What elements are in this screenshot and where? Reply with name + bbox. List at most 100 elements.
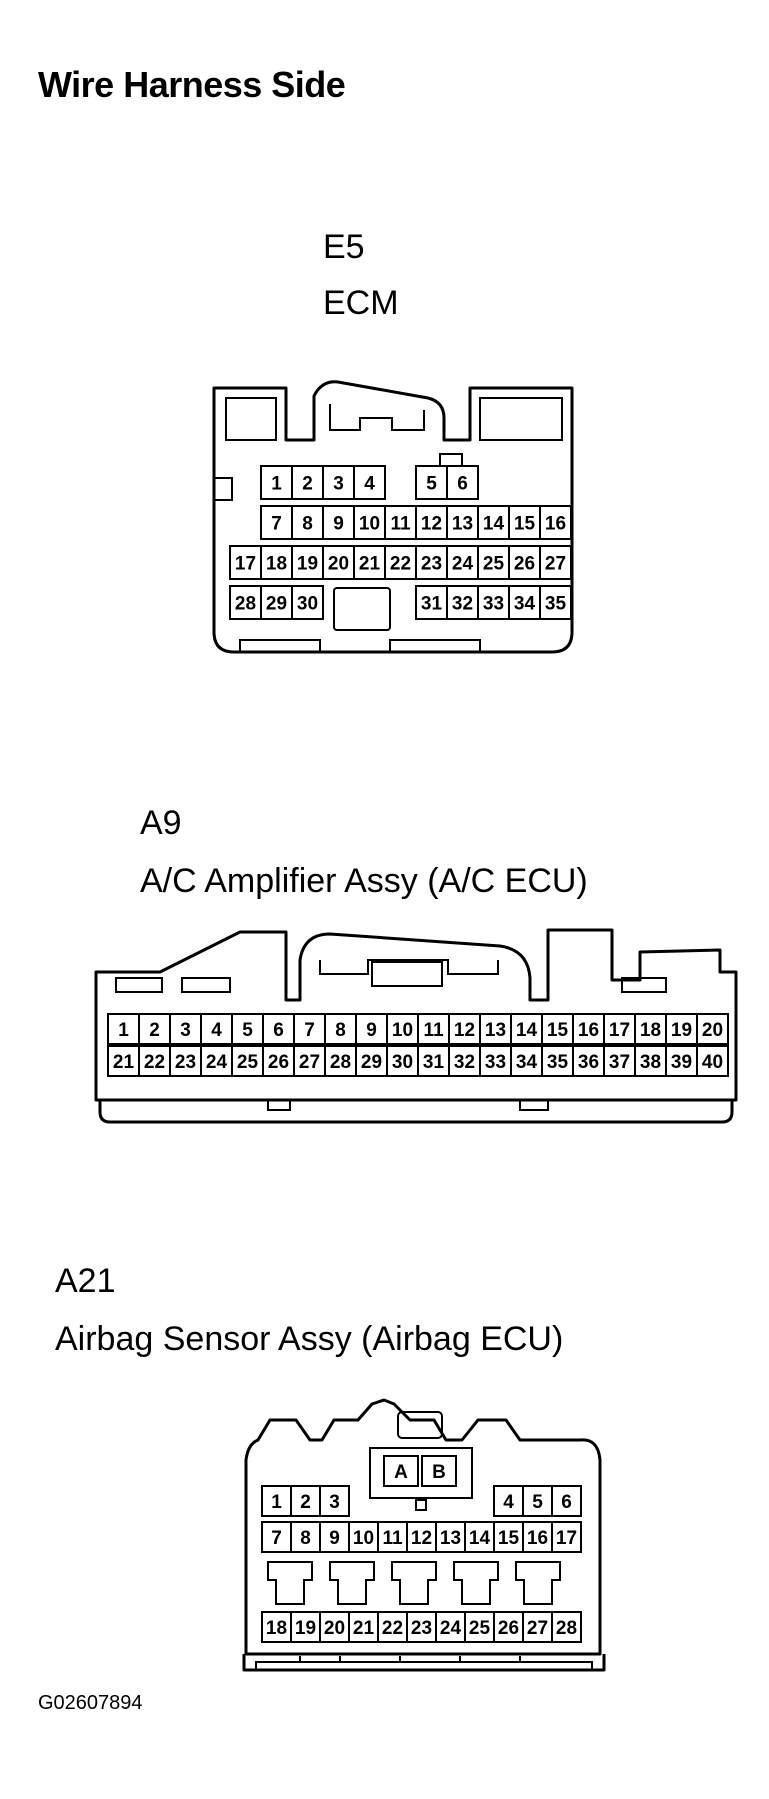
pin-label: 4 bbox=[364, 474, 375, 495]
pin-cell: 40 bbox=[696, 1045, 729, 1077]
pin-label: 29 bbox=[361, 1052, 382, 1073]
pin-label: 4 bbox=[503, 1492, 514, 1513]
pin-label: 1 bbox=[271, 474, 282, 495]
pin-cell: 11 bbox=[377, 1521, 408, 1553]
latch-tab bbox=[391, 1561, 437, 1605]
pin-label: 8 bbox=[300, 1528, 311, 1549]
pin-label: 29 bbox=[266, 594, 287, 615]
pin-label: 13 bbox=[485, 1020, 506, 1041]
pin-cell: 17 bbox=[551, 1521, 582, 1553]
pin-label: 9 bbox=[366, 1020, 377, 1041]
pin-cell: 34 bbox=[508, 585, 541, 620]
pin-cell: 21 bbox=[107, 1045, 140, 1077]
pin-label: 2 bbox=[302, 474, 313, 495]
pin-cell: 15 bbox=[493, 1521, 524, 1553]
pin-cell: 26 bbox=[493, 1611, 524, 1643]
pin-label: 4 bbox=[211, 1020, 222, 1041]
pin-label: 30 bbox=[392, 1052, 413, 1073]
pin-cell: 14 bbox=[477, 505, 510, 540]
pin-cell: 17 bbox=[229, 545, 262, 580]
pin-label: 11 bbox=[423, 1020, 444, 1041]
pin-label: 25 bbox=[237, 1052, 259, 1073]
pin-label: 6 bbox=[561, 1492, 572, 1513]
pin-label: 14 bbox=[516, 1020, 538, 1041]
pin-cell: 30 bbox=[386, 1045, 419, 1077]
figure-id: G02607894 bbox=[38, 1692, 143, 1714]
pin-cell: 8 bbox=[290, 1521, 321, 1553]
pin-label: 9 bbox=[333, 514, 344, 535]
connector-code-a21: A21 bbox=[55, 1262, 116, 1300]
pin-label: 7 bbox=[304, 1020, 315, 1041]
pin-label: 2 bbox=[149, 1020, 160, 1041]
pin-label: 26 bbox=[514, 554, 535, 575]
latch-tab bbox=[267, 1561, 313, 1605]
pin-label: 21 bbox=[113, 1052, 135, 1073]
pin-label: 21 bbox=[359, 554, 381, 575]
pin-label: 12 bbox=[411, 1528, 432, 1549]
pin-cell: 15 bbox=[541, 1013, 574, 1045]
pin-label: 10 bbox=[392, 1020, 413, 1041]
key-pin-cell: A bbox=[383, 1455, 419, 1487]
pin-label: 35 bbox=[547, 1052, 569, 1073]
pin-label: 21 bbox=[353, 1618, 375, 1639]
pin-label: 23 bbox=[411, 1618, 432, 1639]
pin-label: 20 bbox=[324, 1618, 345, 1639]
pin-label: 1 bbox=[271, 1492, 282, 1513]
pin-label: 31 bbox=[421, 594, 443, 615]
pin-label: 23 bbox=[421, 554, 442, 575]
pin-cell: 18 bbox=[634, 1013, 667, 1045]
pin-label: 26 bbox=[268, 1052, 289, 1073]
pin-label: 24 bbox=[206, 1052, 228, 1073]
connector-name-a9: A/C Amplifier Assy (A/C ECU) bbox=[140, 862, 588, 900]
pin-cell: 25 bbox=[464, 1611, 495, 1643]
pin-label: 31 bbox=[423, 1052, 445, 1073]
pin-label: 9 bbox=[329, 1528, 340, 1549]
pin-label: 18 bbox=[266, 1618, 287, 1639]
pin-cell: 13 bbox=[435, 1521, 466, 1553]
pin-cell: 22 bbox=[138, 1045, 171, 1077]
pin-cell: 18 bbox=[260, 545, 293, 580]
latch-tab bbox=[329, 1561, 375, 1605]
pin-cell: 25 bbox=[477, 545, 510, 580]
pin-label: 18 bbox=[640, 1020, 661, 1041]
pin-label: 7 bbox=[271, 514, 282, 535]
pin-cell: 16 bbox=[539, 505, 572, 540]
pin-cell: 12 bbox=[406, 1521, 437, 1553]
pin-cell: 16 bbox=[572, 1013, 605, 1045]
pin-label: 24 bbox=[440, 1618, 462, 1639]
pin-cell: 28 bbox=[324, 1045, 357, 1077]
pin-label: 1 bbox=[118, 1020, 129, 1041]
latch-tab bbox=[515, 1561, 561, 1605]
pin-label: 12 bbox=[421, 514, 442, 535]
pin-label: 19 bbox=[297, 554, 318, 575]
pin-label: 5 bbox=[242, 1020, 253, 1041]
pin-label: 14 bbox=[469, 1528, 491, 1549]
pin-label: 36 bbox=[578, 1052, 599, 1073]
pin-cell: 35 bbox=[539, 585, 572, 620]
pin-cell: 8 bbox=[291, 505, 324, 540]
pin-label: 27 bbox=[299, 1052, 320, 1073]
pin-cell: 33 bbox=[479, 1045, 512, 1077]
pin-label: A bbox=[394, 1462, 408, 1483]
pin-cell: 7 bbox=[293, 1013, 326, 1045]
pin-label: 3 bbox=[333, 474, 344, 495]
key-pin-cell: B bbox=[421, 1455, 457, 1487]
pin-cell: 19 bbox=[290, 1611, 321, 1643]
pin-label: 7 bbox=[271, 1528, 282, 1549]
pin-cell: 31 bbox=[417, 1045, 450, 1077]
pin-cell: 32 bbox=[448, 1045, 481, 1077]
pin-label: 17 bbox=[235, 554, 256, 575]
pin-label: 26 bbox=[498, 1618, 519, 1639]
pin-cell: 23 bbox=[406, 1611, 437, 1643]
pin-label: 19 bbox=[295, 1618, 316, 1639]
pin-label: 25 bbox=[469, 1618, 491, 1639]
pin-label: 37 bbox=[609, 1052, 630, 1073]
pin-cell: 27 bbox=[522, 1611, 553, 1643]
pin-label: 3 bbox=[180, 1020, 191, 1041]
pin-cell: 18 bbox=[261, 1611, 292, 1643]
pin-label: 16 bbox=[527, 1528, 548, 1549]
pin-label: 22 bbox=[382, 1618, 403, 1639]
pin-label: 38 bbox=[640, 1052, 661, 1073]
connector-code-e5: E5 bbox=[323, 228, 365, 266]
